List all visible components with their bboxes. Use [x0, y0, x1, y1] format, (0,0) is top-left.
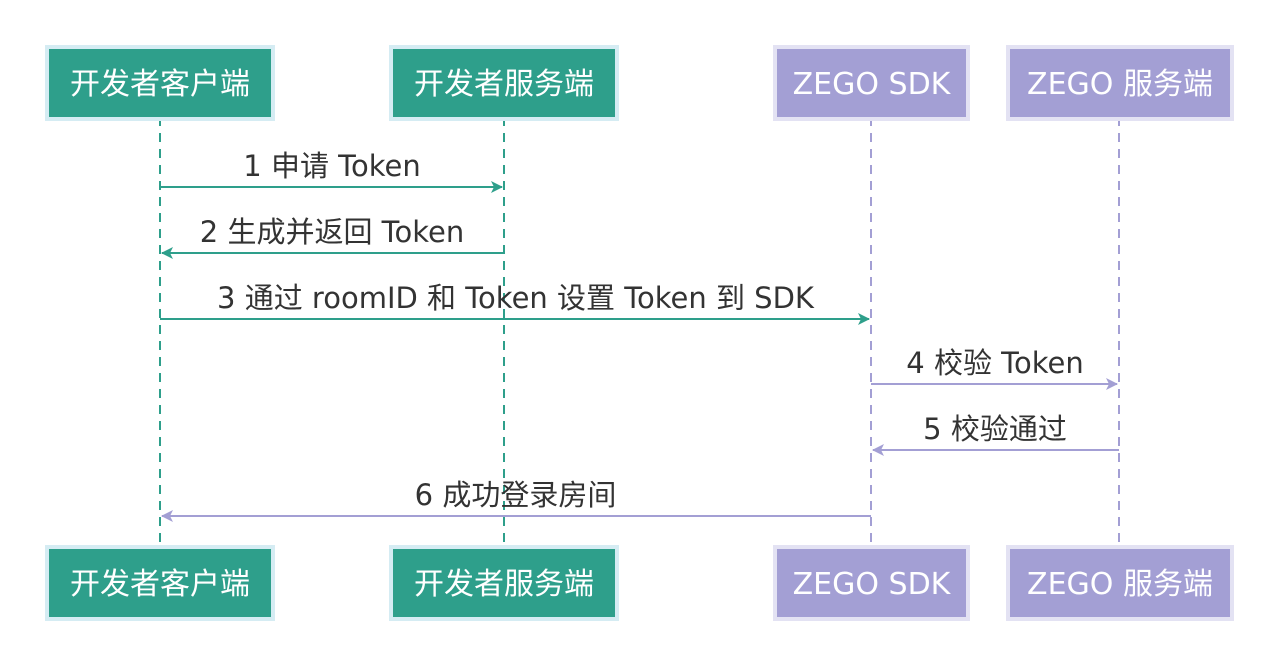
participant-label: ZEGO SDK	[793, 67, 952, 102]
participant-bottom-dev-server: 开发者服务端	[389, 545, 619, 621]
message-5: 5 校验通过	[872, 412, 1119, 456]
participant-label: 开发者客户端	[70, 567, 250, 602]
participant-label: 开发者客户端	[70, 67, 250, 102]
participant-box	[1010, 49, 1230, 117]
participant-label: ZEGO 服务端	[1027, 567, 1213, 602]
participant-top-zego-server: ZEGO 服务端	[1006, 45, 1234, 121]
participant-bottom-dev-client: 开发者客户端	[45, 545, 275, 621]
participant-box	[49, 549, 271, 617]
participant-top-dev-server: 开发者服务端	[389, 45, 619, 121]
message-6: 6 成功登录房间	[161, 478, 871, 522]
participant-bottom-zego-sdk: ZEGO SDK	[773, 545, 970, 621]
message-label: 3 通过 roomID 和 Token 设置 Token 到 SDK	[217, 281, 815, 315]
message-4: 4 校验 Token	[871, 346, 1118, 390]
participant-box	[777, 49, 966, 117]
participant-box	[1010, 549, 1230, 617]
message-label: 2 生成并返回 Token	[200, 215, 464, 249]
participant-box	[777, 549, 966, 617]
message-2: 2 生成并返回 Token	[161, 215, 504, 259]
participant-label: 开发者服务端	[414, 567, 594, 602]
participant-label: ZEGO 服务端	[1027, 67, 1213, 102]
participants-top-row: 开发者客户端 开发者服务端 ZEGO SDK ZEGO 服务端	[45, 45, 1234, 121]
message-label: 5 校验通过	[923, 412, 1067, 446]
participant-top-dev-client: 开发者客户端	[45, 45, 275, 121]
message-1: 1 申请 Token	[160, 149, 503, 193]
participant-box	[49, 49, 271, 117]
participant-label: 开发者服务端	[414, 67, 594, 102]
participants-bottom-row: 开发者客户端 开发者服务端 ZEGO SDK ZEGO 服务端	[45, 545, 1234, 621]
lifelines	[159, 117, 1120, 549]
message-label: 4 校验 Token	[906, 346, 1083, 380]
messages: 1 申请 Token 2 生成并返回 Token 3 通过 roomID 和 Tok…	[160, 149, 1119, 522]
participant-label: ZEGO SDK	[793, 567, 952, 602]
participant-box	[393, 549, 615, 617]
participant-bottom-zego-server: ZEGO 服务端	[1006, 545, 1234, 621]
participant-box	[393, 49, 615, 117]
message-3: 3 通过 roomID 和 Token 设置 Token 到 SDK	[160, 281, 870, 325]
message-label: 6 成功登录房间	[415, 478, 617, 512]
participant-top-zego-sdk: ZEGO SDK	[773, 45, 970, 121]
message-label: 1 申请 Token	[243, 149, 420, 183]
